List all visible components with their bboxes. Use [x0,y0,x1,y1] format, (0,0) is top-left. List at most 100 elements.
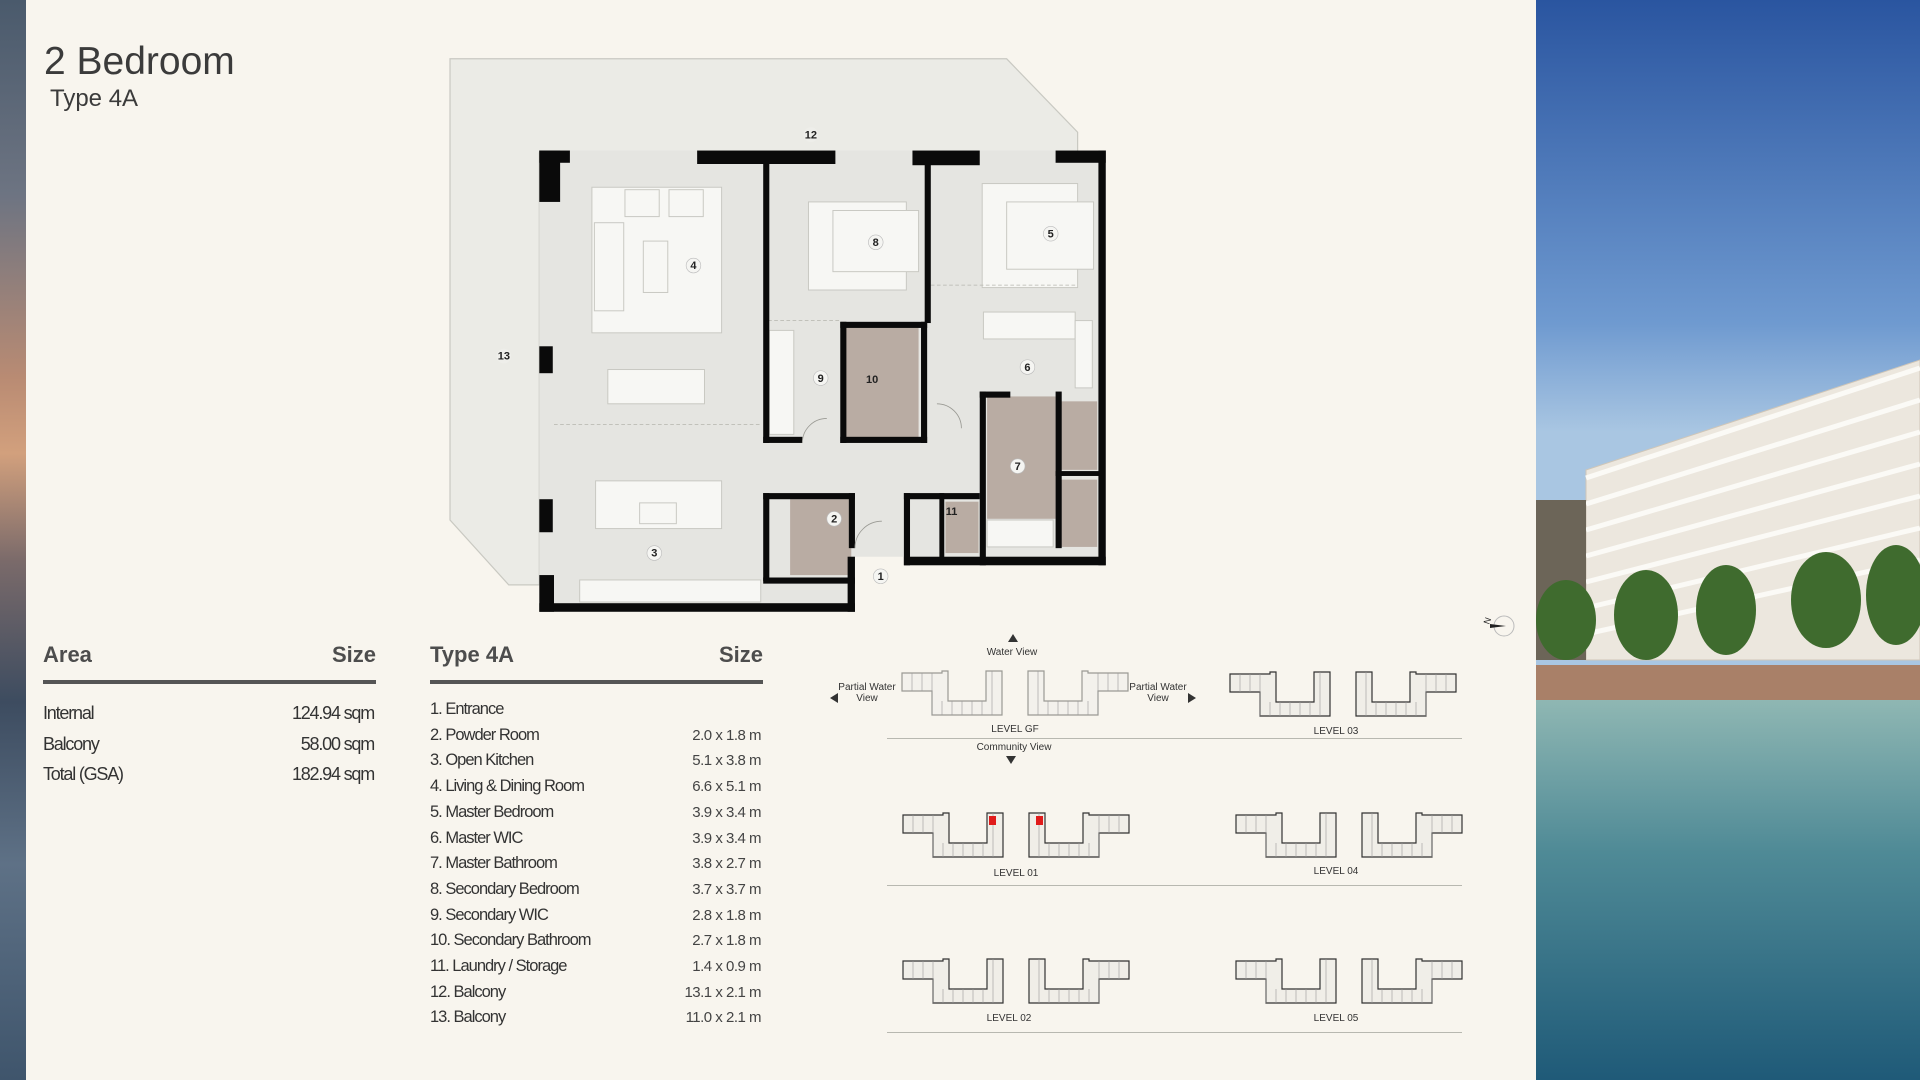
svg-text:3: 3 [651,548,657,560]
laundry-floor [945,501,979,554]
type-header-divider [430,680,763,684]
key-plan-level-02 [902,958,1130,1004]
room-list-item: 8. Secondary Bedroom [430,879,580,898]
unit-type-subtitle: Type 4A [50,85,139,112]
room-tag-4: 4 [685,257,702,274]
left-background-photo [0,0,26,1080]
level-label: LEVEL GF [991,724,1039,735]
armchair [624,189,660,218]
building-block [1028,958,1130,1004]
building-block [901,670,1003,716]
key-plan-divider [887,1032,1462,1033]
svg-text:10: 10 [866,374,878,386]
walls [539,150,1106,612]
room-size: 2.8 x 1.8 m [692,906,761,924]
room-tag-13: 13 [496,348,512,364]
building-floor-slab [1585,461,1920,559]
wardrobe-secondary [768,329,795,435]
room-list-item: 5. Master Bedroom [430,802,554,821]
svg-text:11: 11 [946,506,958,518]
level-label: LEVEL 04 [1313,866,1359,877]
svg-text:2: 2 [831,513,837,525]
master-wc-floor [1060,401,1098,470]
svg-text:4: 4 [690,260,697,272]
bathtub [986,519,1054,548]
room-tag-2: 2 [826,511,842,527]
area-row-label: Balcony [43,734,100,754]
room-list-item: 13. Balcony [430,1008,506,1027]
room-list-item: 7. Master Bathroom [430,854,558,873]
svg-text:12: 12 [805,129,817,141]
compass-icon: N [1482,615,1515,637]
room-tag-8: 8 [868,234,884,250]
door-swing [936,403,962,429]
building-block [1361,958,1463,1004]
building-block [902,812,1004,858]
key-plan-level-04 [1235,812,1463,858]
dining-table [607,369,705,405]
key-plan-level-05 [1235,958,1463,1004]
area-row-value: 58.00 sqm [300,734,375,754]
svg-text:9: 9 [818,373,824,385]
svg-text:8: 8 [873,237,879,249]
room-tag-12: 12 [803,127,819,142]
room-list-item: 11. Laundry / Storage [430,957,567,975]
room-tag-6: 6 [1019,359,1036,375]
building-floor-slab [1585,493,1920,585]
room-list-item: 12. Balcony [430,982,506,1001]
sofa [593,222,625,312]
building-block [1361,812,1463,858]
area-row-value: 182.94 sqm [291,764,375,784]
room-size: 1.4 x 0.9 m [692,958,761,975]
svg-text:5: 5 [1048,228,1054,240]
building-block [902,958,1004,1004]
arrow-right-icon [1188,693,1196,703]
highlighted-unit [989,816,996,825]
kitchen-counter [579,579,762,603]
door-swing [854,520,882,549]
coffee-table [642,240,669,293]
building-floor-slab [1585,365,1920,481]
cooktop [639,502,677,525]
key-plan-level-01 [902,812,1130,858]
svg-text:13: 13 [498,351,510,363]
svg-text:7: 7 [1015,461,1021,473]
type-header: Type 4A [430,642,514,667]
room-list-item: 3. Open Kitchen [430,751,534,770]
building-block [1229,671,1331,717]
room-list-item: 4. Living & Dining Room [430,777,585,796]
arrow-left-icon [830,693,838,703]
room-tag-3: 3 [646,545,662,561]
master-bathroom-floor [987,396,1056,519]
room-size: 6.6 x 5.1 m [692,778,761,796]
building-render-photo [1536,0,1920,1080]
room-tags: 1 2 3 4 5 6 7 8 9 10 11 12 13 [496,127,1059,584]
room-list-item: 10. Secondary Bathroom [430,931,592,950]
room-tag-5: 5 [1043,226,1059,242]
type-size-header: Size [718,642,763,667]
building-block [1235,812,1337,858]
building-block [1028,812,1130,858]
highlighted-unit [1036,816,1043,825]
room-size: 5.1 x 3.8 m [692,752,761,770]
area-header-divider [43,680,376,684]
arrow-up-icon [1008,634,1018,642]
building-floor-slab [1585,429,1920,533]
room-size: 11.0 x 2.1 m [685,1009,762,1027]
room-size: 3.8 x 2.7 m [692,855,761,873]
building-block [1355,671,1457,717]
water-view-label: Water View [986,647,1038,658]
key-plan-level-03 [1229,671,1457,717]
key-plan-divider [887,885,1462,886]
wardrobe-master [982,311,1076,340]
armchair [668,189,704,218]
room-tag-9: 9 [813,370,829,386]
page-title: 2 Bedroom [44,40,235,83]
level-label: LEVEL 01 [993,868,1039,879]
room-list-item: 2. Powder Room [430,725,540,744]
area-size-header: Size [331,642,376,667]
room-tag-11: 11 [946,506,958,518]
level-label: LEVEL 05 [1313,1013,1359,1024]
area-row-value: 124.94 sqm [291,703,375,723]
area-row-label: Total (GSA) [43,764,124,784]
